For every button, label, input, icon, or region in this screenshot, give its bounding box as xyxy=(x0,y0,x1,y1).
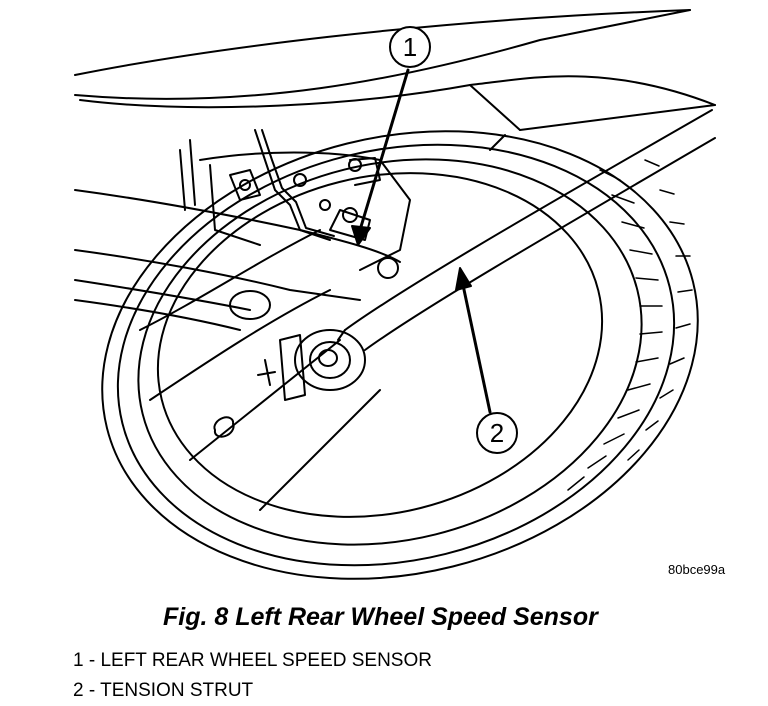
tension-strut xyxy=(257,109,716,401)
knuckle-assembly xyxy=(179,129,411,271)
suspension-drawing: 1 2 xyxy=(74,9,716,580)
tire xyxy=(101,130,699,580)
vehicle-body xyxy=(74,9,716,151)
image-code: 80bce99a xyxy=(668,562,726,577)
callout-2-label: 2 xyxy=(490,418,504,448)
callout-1-label: 1 xyxy=(403,32,417,62)
callout-2: 2 xyxy=(455,267,518,454)
callout-1: 1 xyxy=(351,26,431,246)
control-arm xyxy=(74,189,401,331)
legend-item-2: 2 - TENSION STRUT xyxy=(73,680,254,701)
figure-caption: Fig. 8 Left Rear Wheel Speed Sensor xyxy=(163,603,598,631)
legend-item-1: 1 - LEFT REAR WHEEL SPEED SENSOR xyxy=(73,650,432,671)
